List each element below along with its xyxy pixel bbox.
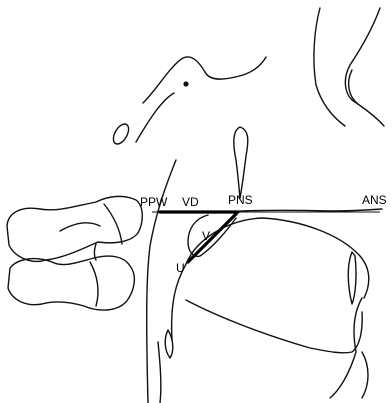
label-u: U [176,261,185,275]
label-pns: PNS [228,193,253,207]
pharyngeal-wall-inner [158,342,161,403]
vertebra-upper [7,196,142,261]
label-vd: VD [182,195,199,209]
lower-lip-contour [330,298,362,398]
foramen-outline [110,121,131,146]
upper-incisor [348,252,356,304]
mandible-outline [186,300,362,353]
frontal-tip-contour [349,70,358,104]
label-v: V [202,229,210,243]
tongue-base [172,264,186,340]
cranial-base-contour [143,57,266,103]
nasal-bone-contour [345,8,384,126]
vertebra-lower-detail [90,262,98,306]
posterior-cranial-curve [136,93,174,142]
tongue-dorsum [186,218,369,298]
label-ppw: PPW [140,195,168,209]
vertebra-upper-detail [60,204,122,244]
pterygoid-teardrop [234,127,248,198]
sella-point [183,81,188,86]
vertebral-connector [95,244,97,260]
velar-length-line [188,214,236,262]
vertebra-lower [8,256,134,310]
label-ans: ANS [362,193,387,207]
chin-contour [362,352,368,398]
orbit-contour [314,8,345,126]
